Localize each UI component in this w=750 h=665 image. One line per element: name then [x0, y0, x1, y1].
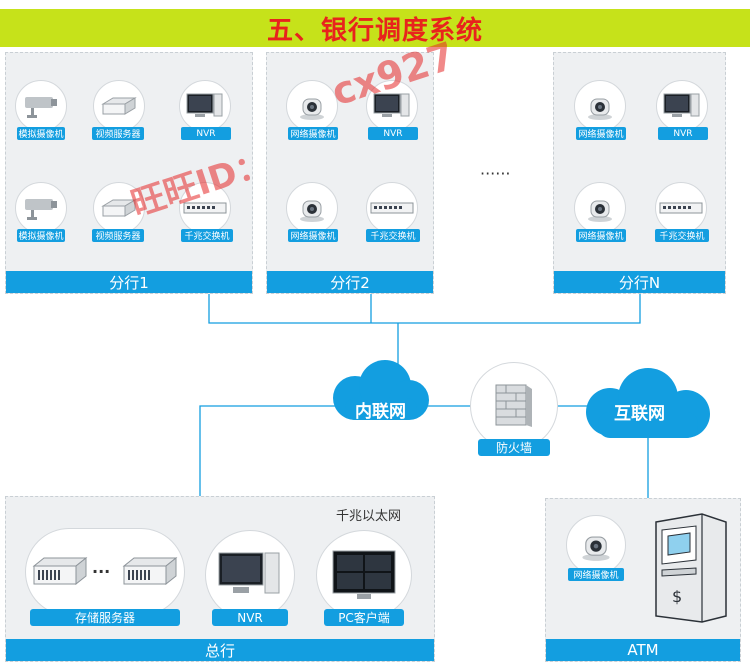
video-server-node [93, 80, 145, 132]
device-label: 网络摄像机 [288, 127, 338, 140]
device-label: 千兆交换机 [655, 229, 709, 242]
firewall-brick-icon [495, 384, 532, 427]
atm-machine-icon: $ [655, 513, 727, 623]
analog-camera-node [15, 80, 67, 132]
dome-camera-icon [588, 200, 612, 222]
device-label: 模拟摄像机 [17, 229, 65, 242]
device-label: 网络摄像机 [576, 127, 626, 140]
switch-node [179, 182, 231, 234]
analog-camera-icon [25, 97, 57, 118]
switch-node [655, 182, 707, 234]
atm-camera-node [566, 515, 626, 575]
device-label: 视频服务器 [92, 127, 144, 140]
internet-cloud-icon [586, 368, 710, 438]
device-label: 模拟摄像机 [17, 127, 65, 140]
svg-text:$: $ [672, 587, 682, 606]
nvr-monitor-icon [663, 93, 700, 117]
device-label: 网络摄像机 [288, 229, 338, 242]
switch-node [366, 182, 418, 234]
device-label: NVR [368, 127, 418, 140]
analog-camera-icon [25, 199, 57, 220]
firewall-node [470, 362, 558, 450]
page-title: 五、银行调度系统 [266, 15, 483, 46]
dome-camera-icon [588, 98, 612, 120]
branch-2-label: 分行2 [267, 271, 433, 293]
device-label: 网络摄像机 [576, 229, 626, 242]
device-label: 千兆交换机 [181, 229, 233, 242]
pc-client-node [316, 530, 412, 620]
device-label: NVR [181, 127, 231, 140]
storage-server-node [25, 528, 185, 616]
device-label: NVR [658, 127, 708, 140]
ethernet-label: 千兆以太网 [336, 509, 402, 524]
video-server-node [93, 182, 145, 234]
analog-camera-node [15, 182, 67, 234]
title-bar: 五、银行调度系统 [0, 9, 750, 47]
branch-n-label: 分行N [554, 271, 725, 293]
network-camera-node [574, 80, 626, 132]
video-server-icon [101, 97, 137, 115]
dome-camera-icon [582, 536, 610, 561]
network-switch-icon [659, 202, 703, 214]
intranet-cloud-icon [333, 360, 429, 420]
hq-nvr-node [205, 530, 295, 620]
intranet-label: 内联网 [355, 402, 406, 422]
pc-client-monitor-icon [332, 550, 396, 599]
storage-ellipsis: ··· [92, 562, 111, 581]
atm-label: ATM [546, 639, 740, 661]
branch-ellipsis: ······ [480, 164, 511, 183]
network-camera-node [574, 182, 626, 234]
device-label: 视频服务器 [92, 229, 144, 242]
network-camera-node [286, 182, 338, 234]
nvr-monitor-icon [186, 93, 223, 117]
network-switch-icon [183, 202, 227, 214]
internet-label: 互联网 [614, 404, 665, 424]
device-label: 千兆交换机 [366, 229, 420, 242]
dome-camera-icon [300, 200, 324, 222]
nvr-monitor-icon [218, 552, 280, 594]
nvr-node [179, 80, 231, 132]
atm-camera-label: 网络摄像机 [568, 568, 624, 581]
hq-nvr-label: NVR [212, 609, 288, 626]
nvr-monitor-icon [373, 93, 410, 117]
hq-label: 总行 [6, 639, 434, 661]
dome-camera-icon [300, 98, 324, 120]
pc-client-label: PC客户端 [324, 609, 404, 626]
nvr-node [656, 80, 708, 132]
storage-server-icon [32, 556, 178, 586]
firewall-label: 防火墙 [478, 439, 550, 456]
network-switch-icon [370, 202, 414, 214]
video-server-icon [101, 199, 137, 217]
top-strip [0, 0, 750, 8]
branch-1-label: 分行1 [6, 271, 252, 293]
storage-server-label: 存储服务器 [30, 609, 180, 626]
network-camera-node [286, 80, 338, 132]
